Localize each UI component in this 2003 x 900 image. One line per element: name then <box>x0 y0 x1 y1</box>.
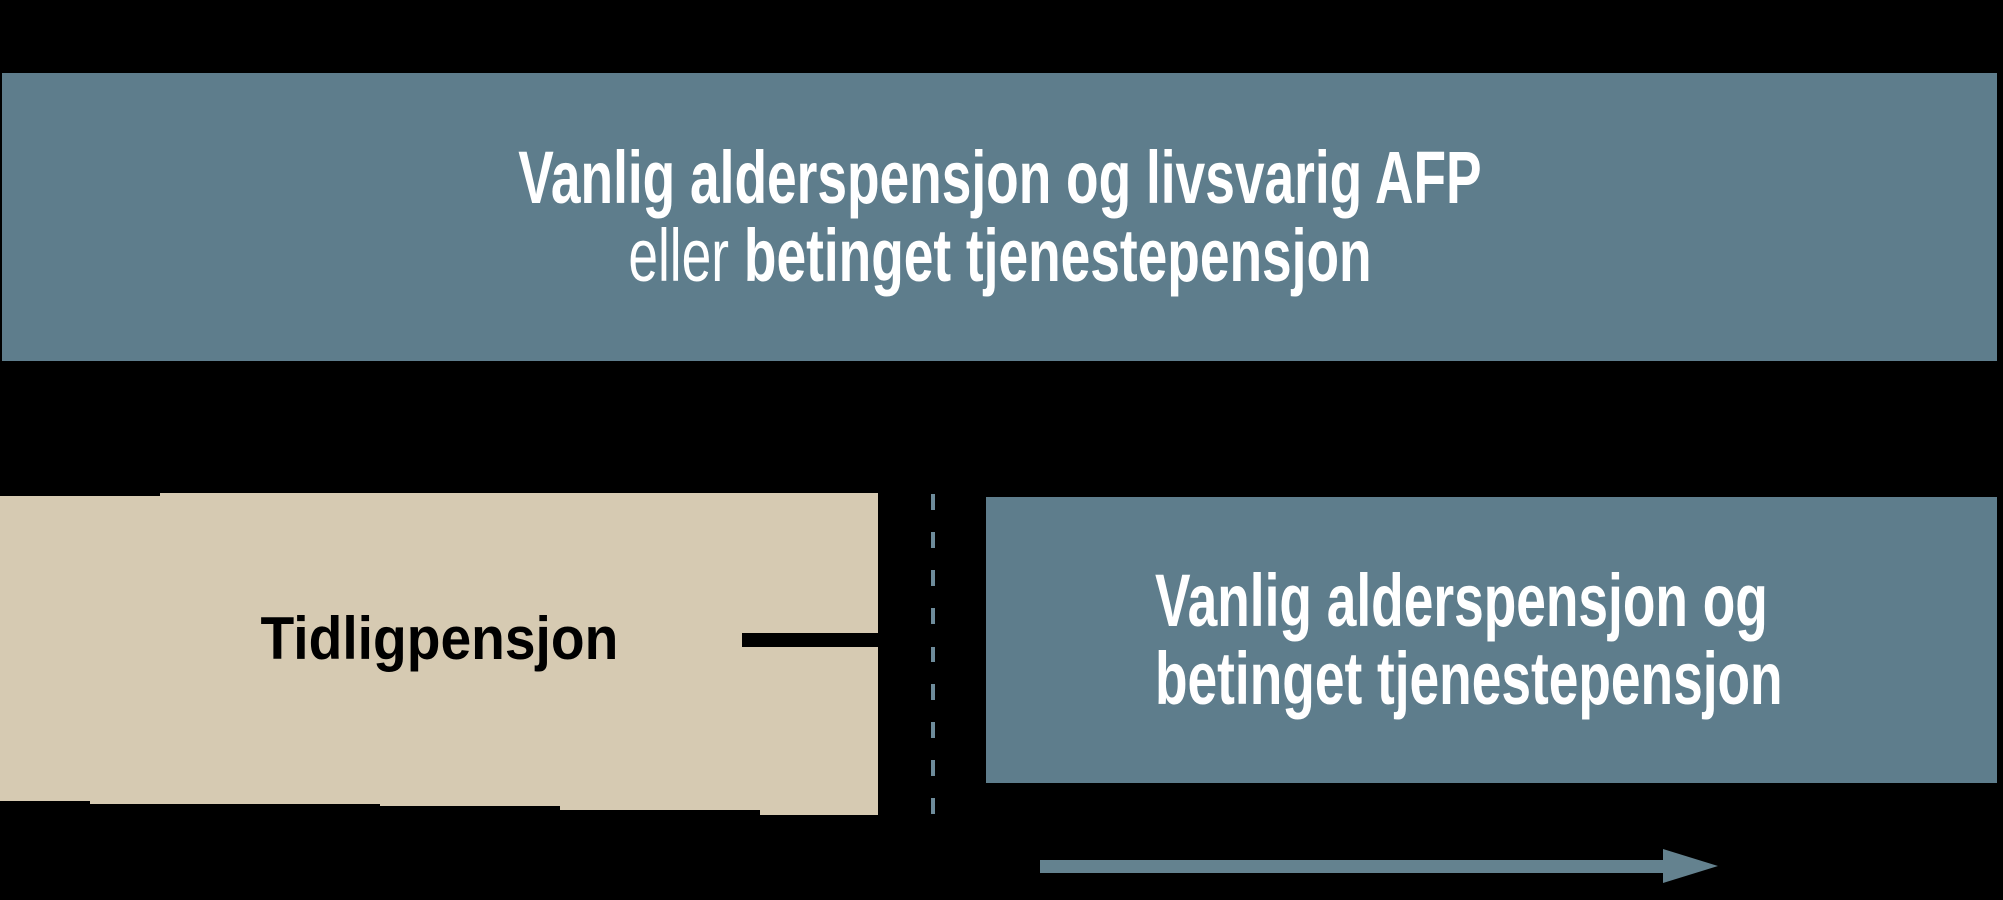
upper-pension-band: Vanlig alderspensjon og livsvarig AFP el… <box>2 73 1997 361</box>
upper-band-line1: Vanlig alderspensjon og livsvarig AFP <box>517 136 1482 219</box>
flow-arrow-icon <box>742 633 1054 647</box>
upper-band-line2-prefix: eller <box>627 214 729 297</box>
early-pension-box: Tidligpensjon <box>0 493 878 815</box>
upper-band-line2-bold: betinget tjenestepensjon <box>743 214 1372 297</box>
outcome-pension-box: Vanlig alderspensjon og betinget tjenest… <box>986 497 1997 783</box>
outcome-box-line2: betinget tjenestepensjon <box>1155 637 1783 720</box>
early-pension-label: Tidligpensjon <box>260 605 618 672</box>
outcome-box-line1: Vanlig alderspensjon og <box>1155 559 1768 642</box>
timeline-arrow-head-icon <box>1663 849 1718 883</box>
upper-pension-band-text: Vanlig alderspensjon og livsvarig AFP el… <box>518 139 1481 295</box>
stage-divider-dashed-line-icon <box>931 494 935 822</box>
timeline-arrow-icon <box>1040 860 1664 873</box>
